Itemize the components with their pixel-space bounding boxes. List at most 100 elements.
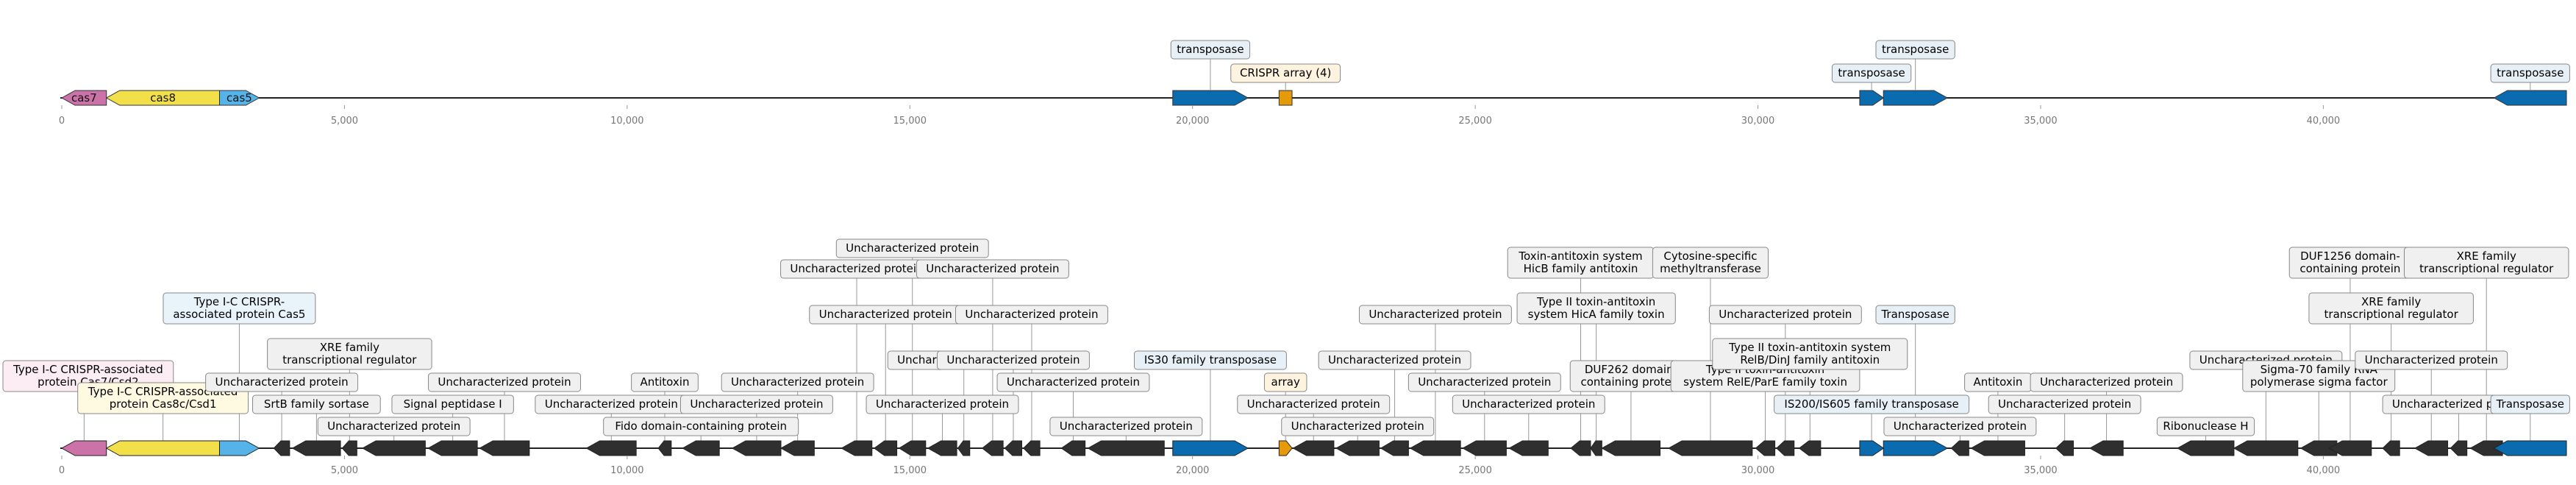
- bottom-gene-transposase[interactable]: [1172, 440, 1249, 456]
- bottom-gene-other[interactable]: [2328, 440, 2372, 456]
- bottom-gene-other[interactable]: [1798, 440, 1822, 456]
- bottom-callout-text: Uncharacterized protein: [1291, 419, 1424, 433]
- bottom-gene-cas7[interactable]: [60, 440, 107, 456]
- bottom-gene-other[interactable]: [341, 440, 357, 456]
- bottom-axis-tick-label: 30,000: [1741, 465, 1775, 476]
- top-gene-label-cas7: cas7: [71, 91, 97, 105]
- bottom-gene-other[interactable]: [1335, 440, 1380, 456]
- bottom-gene-other[interactable]: [2233, 440, 2299, 456]
- bottom-callout-text: Uncharacterized protein: [731, 375, 864, 389]
- top-gene-transposase[interactable]: [2493, 90, 2567, 106]
- bottom-gene-other[interactable]: [1508, 440, 1549, 456]
- bottom-gene-other[interactable]: [585, 440, 637, 456]
- bottom-gene-other[interactable]: [1292, 440, 1335, 456]
- bottom-callout-box: [679, 394, 833, 414]
- bottom-callout-text: Uncharacterized protein: [2365, 353, 2498, 367]
- bottom-callout-text: Uncharacterized protein: [690, 397, 823, 411]
- bottom-gene-other[interactable]: [873, 440, 898, 456]
- bottom-callout-text: Uncharacterized protein: [1060, 419, 1193, 433]
- bottom-axis-tick-label: 10,000: [610, 465, 644, 476]
- bottom-callout-box: [2308, 292, 2474, 325]
- bottom-track-genes: [60, 440, 2567, 456]
- bottom-gene-other[interactable]: [981, 440, 1004, 456]
- bottom-callout-box: [267, 338, 432, 370]
- bottom-callout-box: [77, 382, 249, 414]
- bottom-gene-other[interactable]: [1970, 440, 2025, 456]
- top-gene-label-cas5: cas5: [226, 91, 252, 105]
- bottom-gene-other[interactable]: [479, 440, 530, 456]
- top-callout-box: [1230, 63, 1341, 83]
- bottom-gene-cas5[interactable]: [219, 440, 260, 456]
- bottom-callout-text: Type I-C CRISPR-associated protein Cas5: [173, 295, 305, 321]
- bottom-gene-other[interactable]: [731, 440, 782, 456]
- top-callout-box: [1875, 40, 1955, 60]
- bottom-gene-other[interactable]: [361, 440, 426, 456]
- bottom-callout-box: [1516, 292, 1676, 325]
- bottom-gene-other[interactable]: [1462, 440, 1507, 456]
- bottom-gene-crispr[interactable]: [1278, 440, 1293, 456]
- bottom-axis-tick-label: 35,000: [2024, 465, 2058, 476]
- bottom-callout-text: Uncharacterized protein: [215, 375, 348, 389]
- bottom-gene-other[interactable]: [1380, 440, 1409, 456]
- top-gene-cas7[interactable]: [60, 90, 107, 106]
- top-gene-transposase[interactable]: [1883, 90, 1949, 106]
- bottom-callout-box: [2156, 417, 2255, 436]
- bottom-gene-other[interactable]: [898, 440, 927, 456]
- bottom-callout-text: Antitoxin: [1973, 375, 2022, 389]
- bottom-callout-text: Uncharacterized protein: [1719, 308, 1852, 321]
- bottom-gene-other[interactable]: [427, 440, 478, 456]
- bottom-gene-other[interactable]: [657, 440, 672, 456]
- bottom-gene-other[interactable]: [1601, 440, 1661, 456]
- bottom-callout-text: Uncharacterized protein: [819, 308, 952, 321]
- bottom-callout-text: Fido domain-containing protein: [615, 419, 787, 433]
- bottom-gene-other[interactable]: [2088, 440, 2124, 456]
- bottom-gene-other[interactable]: [1023, 440, 1041, 456]
- top-callout-box: [1831, 63, 1912, 83]
- top-gene-crispr[interactable]: [1278, 90, 1293, 106]
- bottom-gene-other[interactable]: [2382, 440, 2400, 456]
- bottom-callout-box: [721, 372, 874, 392]
- bottom-gene-other[interactable]: [957, 440, 971, 456]
- bottom-callout-text: IS200/IS605 family transposase: [1784, 397, 1958, 411]
- bottom-gene-other[interactable]: [1776, 440, 1795, 456]
- bottom-callout-box: [1358, 305, 1512, 325]
- bottom-callout-box: [1049, 417, 1203, 436]
- bottom-axis-tick-label: 15,000: [893, 465, 927, 476]
- bottom-gene-transposase[interactable]: [2493, 440, 2567, 456]
- bottom-gene-other[interactable]: [1590, 440, 1602, 456]
- bottom-gene-other[interactable]: [2177, 440, 2235, 456]
- bottom-gene-other[interactable]: [1668, 440, 1753, 456]
- bottom-gene-other[interactable]: [1570, 440, 1591, 456]
- top-gene-transposase[interactable]: [1172, 90, 1249, 106]
- bottom-gene-other[interactable]: [1060, 440, 1086, 456]
- bottom-gene-other[interactable]: [779, 440, 815, 456]
- bottom-callout-text: Uncharacterized protein: [1007, 375, 1140, 389]
- bottom-gene-transposase[interactable]: [1859, 440, 1885, 456]
- bottom-gene-other[interactable]: [291, 440, 341, 456]
- bottom-gene-other[interactable]: [1409, 440, 1461, 456]
- bottom-gene-other[interactable]: [682, 440, 720, 456]
- bottom-callout-text: Uncharacterized protein: [926, 262, 1059, 275]
- bottom-gene-transposase[interactable]: [1883, 440, 1949, 456]
- top-gene-cas5[interactable]: [219, 90, 260, 106]
- bottom-gene-other[interactable]: [273, 440, 290, 456]
- bottom-gene-other[interactable]: [927, 440, 957, 456]
- top-callout-text: transposase: [2497, 66, 2563, 79]
- bottom-callout-box: [391, 394, 514, 414]
- bottom-gene-other[interactable]: [2413, 440, 2449, 456]
- bottom-gene-other[interactable]: [1087, 440, 1165, 456]
- bottom-gene-other[interactable]: [2450, 440, 2468, 456]
- bottom-gene-other[interactable]: [841, 440, 873, 456]
- bottom-gene-other[interactable]: [2055, 440, 2074, 456]
- bottom-gene-other[interactable]: [1950, 440, 1969, 456]
- bottom-callout-box: [317, 417, 471, 436]
- top-gene-label-cas8: cas8: [150, 91, 176, 105]
- bottom-gene-other[interactable]: [2300, 440, 2338, 456]
- bottom-gene-cas8[interactable]: [105, 440, 221, 456]
- bottom-gene-other[interactable]: [1004, 440, 1023, 456]
- top-gene-transposase[interactable]: [1859, 90, 1885, 106]
- bottom-gene-other[interactable]: [1755, 440, 1776, 456]
- top-axis-tick-label: 35,000: [2024, 116, 2058, 127]
- bottom-callout-text: DUF1256 domain-containing protein: [2300, 249, 2400, 275]
